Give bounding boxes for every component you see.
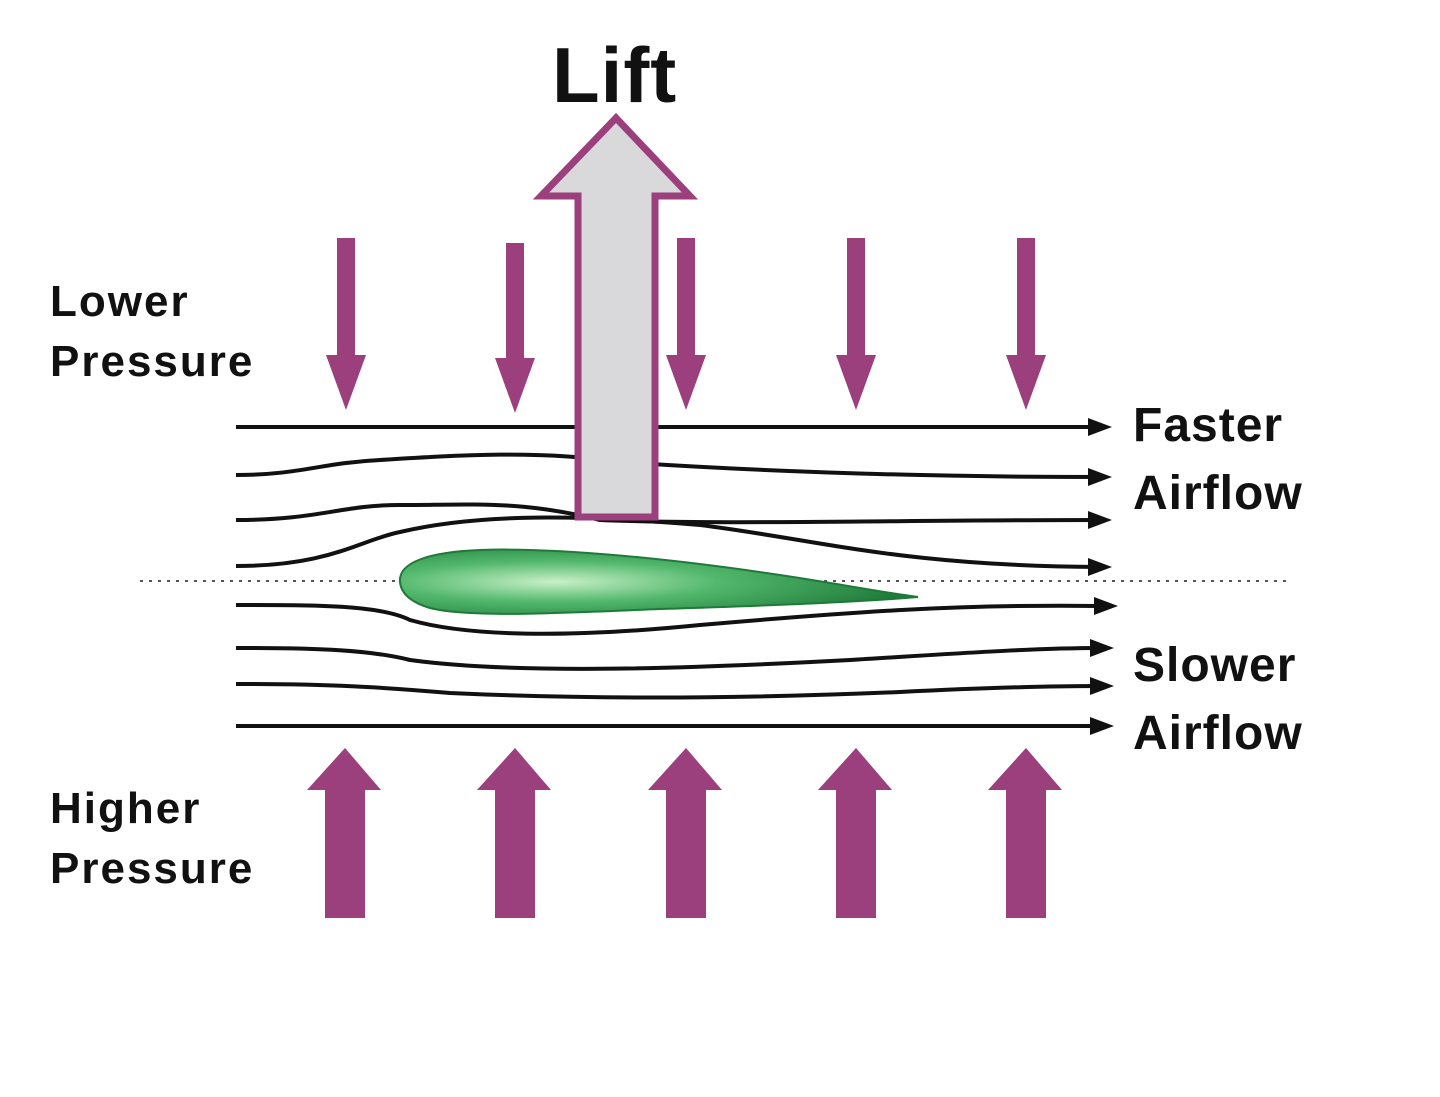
higher-pressure-label-line1: Higher — [50, 787, 201, 831]
up-arrow-icon — [648, 748, 722, 918]
upper-streamlines — [236, 427, 1100, 567]
arrowhead-8 — [1090, 717, 1114, 735]
lift-label: Lift — [552, 36, 677, 114]
down-arrow-icon — [326, 238, 366, 410]
arrowhead-6 — [1090, 639, 1114, 657]
up-arrow-icon — [818, 748, 892, 918]
up-arrow-icon — [988, 748, 1062, 918]
arrowhead-4 — [1088, 558, 1112, 576]
arrowhead-1 — [1088, 418, 1112, 436]
arrowhead-2 — [1088, 468, 1112, 486]
lower-pressure-label-line2: Pressure — [50, 340, 254, 384]
arrowhead-5 — [1094, 597, 1118, 615]
faster-airflow-label-line1: Faster — [1133, 402, 1283, 450]
down-arrow-icon — [1006, 238, 1046, 410]
streamline-arrowheads — [1088, 418, 1118, 735]
slower-airflow-label-line1: Slower — [1133, 642, 1296, 690]
higher-pressure-arrows — [307, 748, 1062, 918]
up-arrow-icon — [477, 748, 551, 918]
arrowhead-7 — [1090, 677, 1114, 695]
higher-pressure-label-line2: Pressure — [50, 847, 254, 891]
lower-pressure-arrows — [326, 238, 1046, 413]
streamline-3 — [236, 504, 1100, 522]
faster-airflow-label-line2: Airflow — [1133, 470, 1303, 518]
lower-streamlines — [236, 605, 1100, 726]
airfoil-shape — [400, 550, 918, 614]
slower-airflow-label-line2: Airflow — [1133, 710, 1303, 758]
lower-pressure-label-line1: Lower — [50, 280, 190, 324]
down-arrow-icon — [836, 238, 876, 410]
down-arrow-icon — [666, 238, 706, 410]
down-arrow-icon — [495, 243, 535, 413]
streamline-7 — [236, 684, 1100, 697]
up-arrow-icon — [307, 748, 381, 918]
arrowhead-3 — [1088, 511, 1112, 529]
streamline-2 — [236, 455, 1100, 477]
streamline-6 — [236, 648, 1100, 669]
